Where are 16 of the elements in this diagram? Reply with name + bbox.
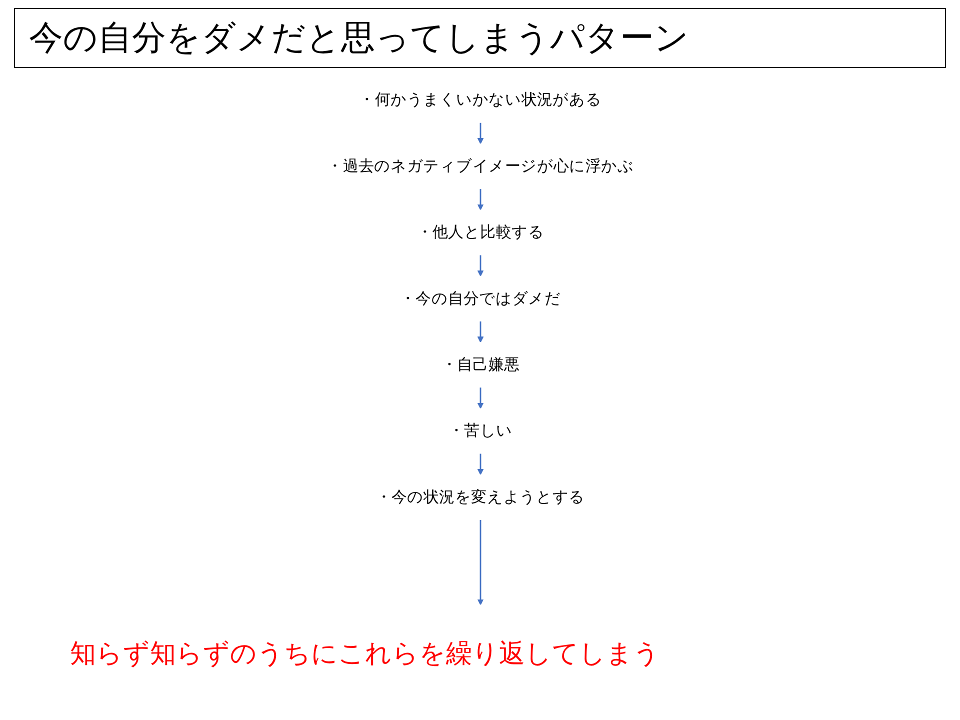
node-text: ・自己嫌悪 — [440, 356, 520, 374]
node-text: ・今の状況を変えようとする — [375, 488, 585, 506]
title-box: 今の自分をダメだと思ってしまうパターン — [14, 8, 946, 68]
node-text: ・今の自分ではダメだ — [400, 290, 560, 308]
arrow — [476, 453, 484, 476]
node-text: ・苦しい — [448, 422, 512, 440]
arrow — [476, 122, 484, 144]
node-text: ・過去のネガティブイメージが心に浮かぶ — [326, 157, 634, 176]
arrow — [476, 520, 484, 606]
caption: 知らず知らずのうちにこれらを繰り返してしまう — [70, 638, 661, 671]
arrow — [476, 387, 484, 409]
node-text: ・他人と比較する — [416, 224, 544, 242]
arrow — [476, 188, 484, 210]
node-text: ・何かうまくいかない状況がある — [358, 91, 602, 109]
arrow — [476, 321, 484, 343]
arrow — [476, 254, 484, 276]
